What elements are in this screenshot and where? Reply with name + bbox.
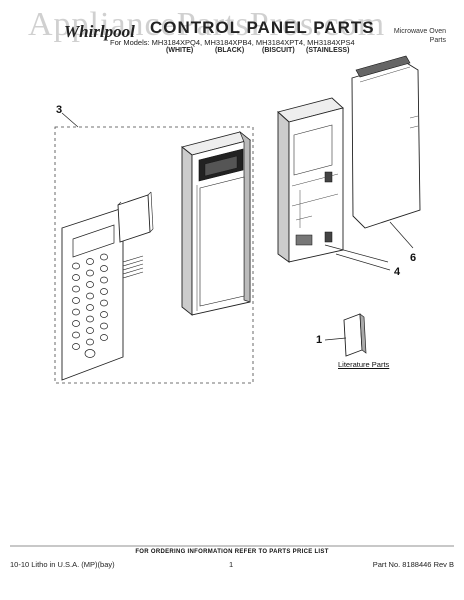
keypad-button (100, 311, 108, 318)
control-board-bracket (277, 97, 344, 263)
callout-4: 4 (394, 266, 401, 278)
color-label-biscuit: (BISCUIT) (262, 47, 295, 54)
keypad-button (72, 285, 80, 293)
callout-4-guide (335, 253, 391, 271)
keypad-button (100, 265, 108, 272)
keypad-button (100, 334, 108, 341)
color-label-stainless: (STAINLESS) (306, 47, 350, 54)
footer-part-number: Part No. 8188446 Rev B (372, 560, 454, 569)
callout-3: 3 (56, 104, 63, 116)
keypad-button (86, 327, 94, 334)
keypad-button (72, 274, 80, 281)
keypad-button (72, 308, 80, 316)
footer-litho: 10-10 Litho in U.S.A. (MP)(bay) (10, 560, 115, 569)
keypad-buttons (72, 253, 108, 358)
keypad-button (100, 276, 108, 284)
product-type-label: Microwave Oven (393, 28, 446, 35)
control-panel-frame (181, 130, 251, 316)
keypad-button (72, 320, 80, 327)
keypad-button (86, 281, 94, 288)
keypad-button (72, 262, 80, 270)
keypad-button (84, 349, 96, 358)
models-line: For Models: MH3184XPQ4, MH3184XPB4, MH31… (110, 38, 355, 47)
keypad-button (100, 322, 108, 330)
keypad-button (100, 299, 108, 307)
display-window (117, 191, 154, 243)
keypad-button (86, 292, 94, 300)
literature-parts-label: Literature Parts (338, 360, 390, 369)
callout-4-leader (324, 244, 389, 263)
keypad-button (86, 315, 94, 323)
callout-1: 1 (316, 334, 323, 346)
page-title: CONTROL PANEL PARTS (150, 18, 375, 37)
keypad-button (86, 338, 94, 346)
color-label-white: (WHITE) (166, 47, 194, 54)
keypad-button (72, 331, 80, 339)
parts-label: Parts (429, 37, 446, 44)
keypad-button (86, 269, 94, 277)
keypad-button (100, 288, 108, 295)
keypad-button (100, 253, 108, 261)
callout-6: 6 (410, 252, 417, 264)
callout-6-leader (389, 221, 414, 249)
callout-3-leader (61, 112, 79, 128)
keypad-button (72, 297, 80, 304)
insulation-shield-sheet (351, 55, 421, 229)
brand-logo: Whirlpool (64, 22, 135, 41)
footer-page-number: 1 (229, 560, 234, 569)
keypad-button (86, 258, 94, 265)
ordering-info: FOR ORDERING INFORMATION REFER TO PARTS … (135, 549, 329, 555)
keypad-button (86, 304, 94, 311)
callout-1-leader (324, 337, 347, 341)
keypad-button (72, 343, 80, 350)
assembly-dashed-boundary (54, 126, 254, 384)
literature-parts-booklet (343, 313, 367, 357)
color-label-black: (BLACK) (215, 47, 245, 54)
